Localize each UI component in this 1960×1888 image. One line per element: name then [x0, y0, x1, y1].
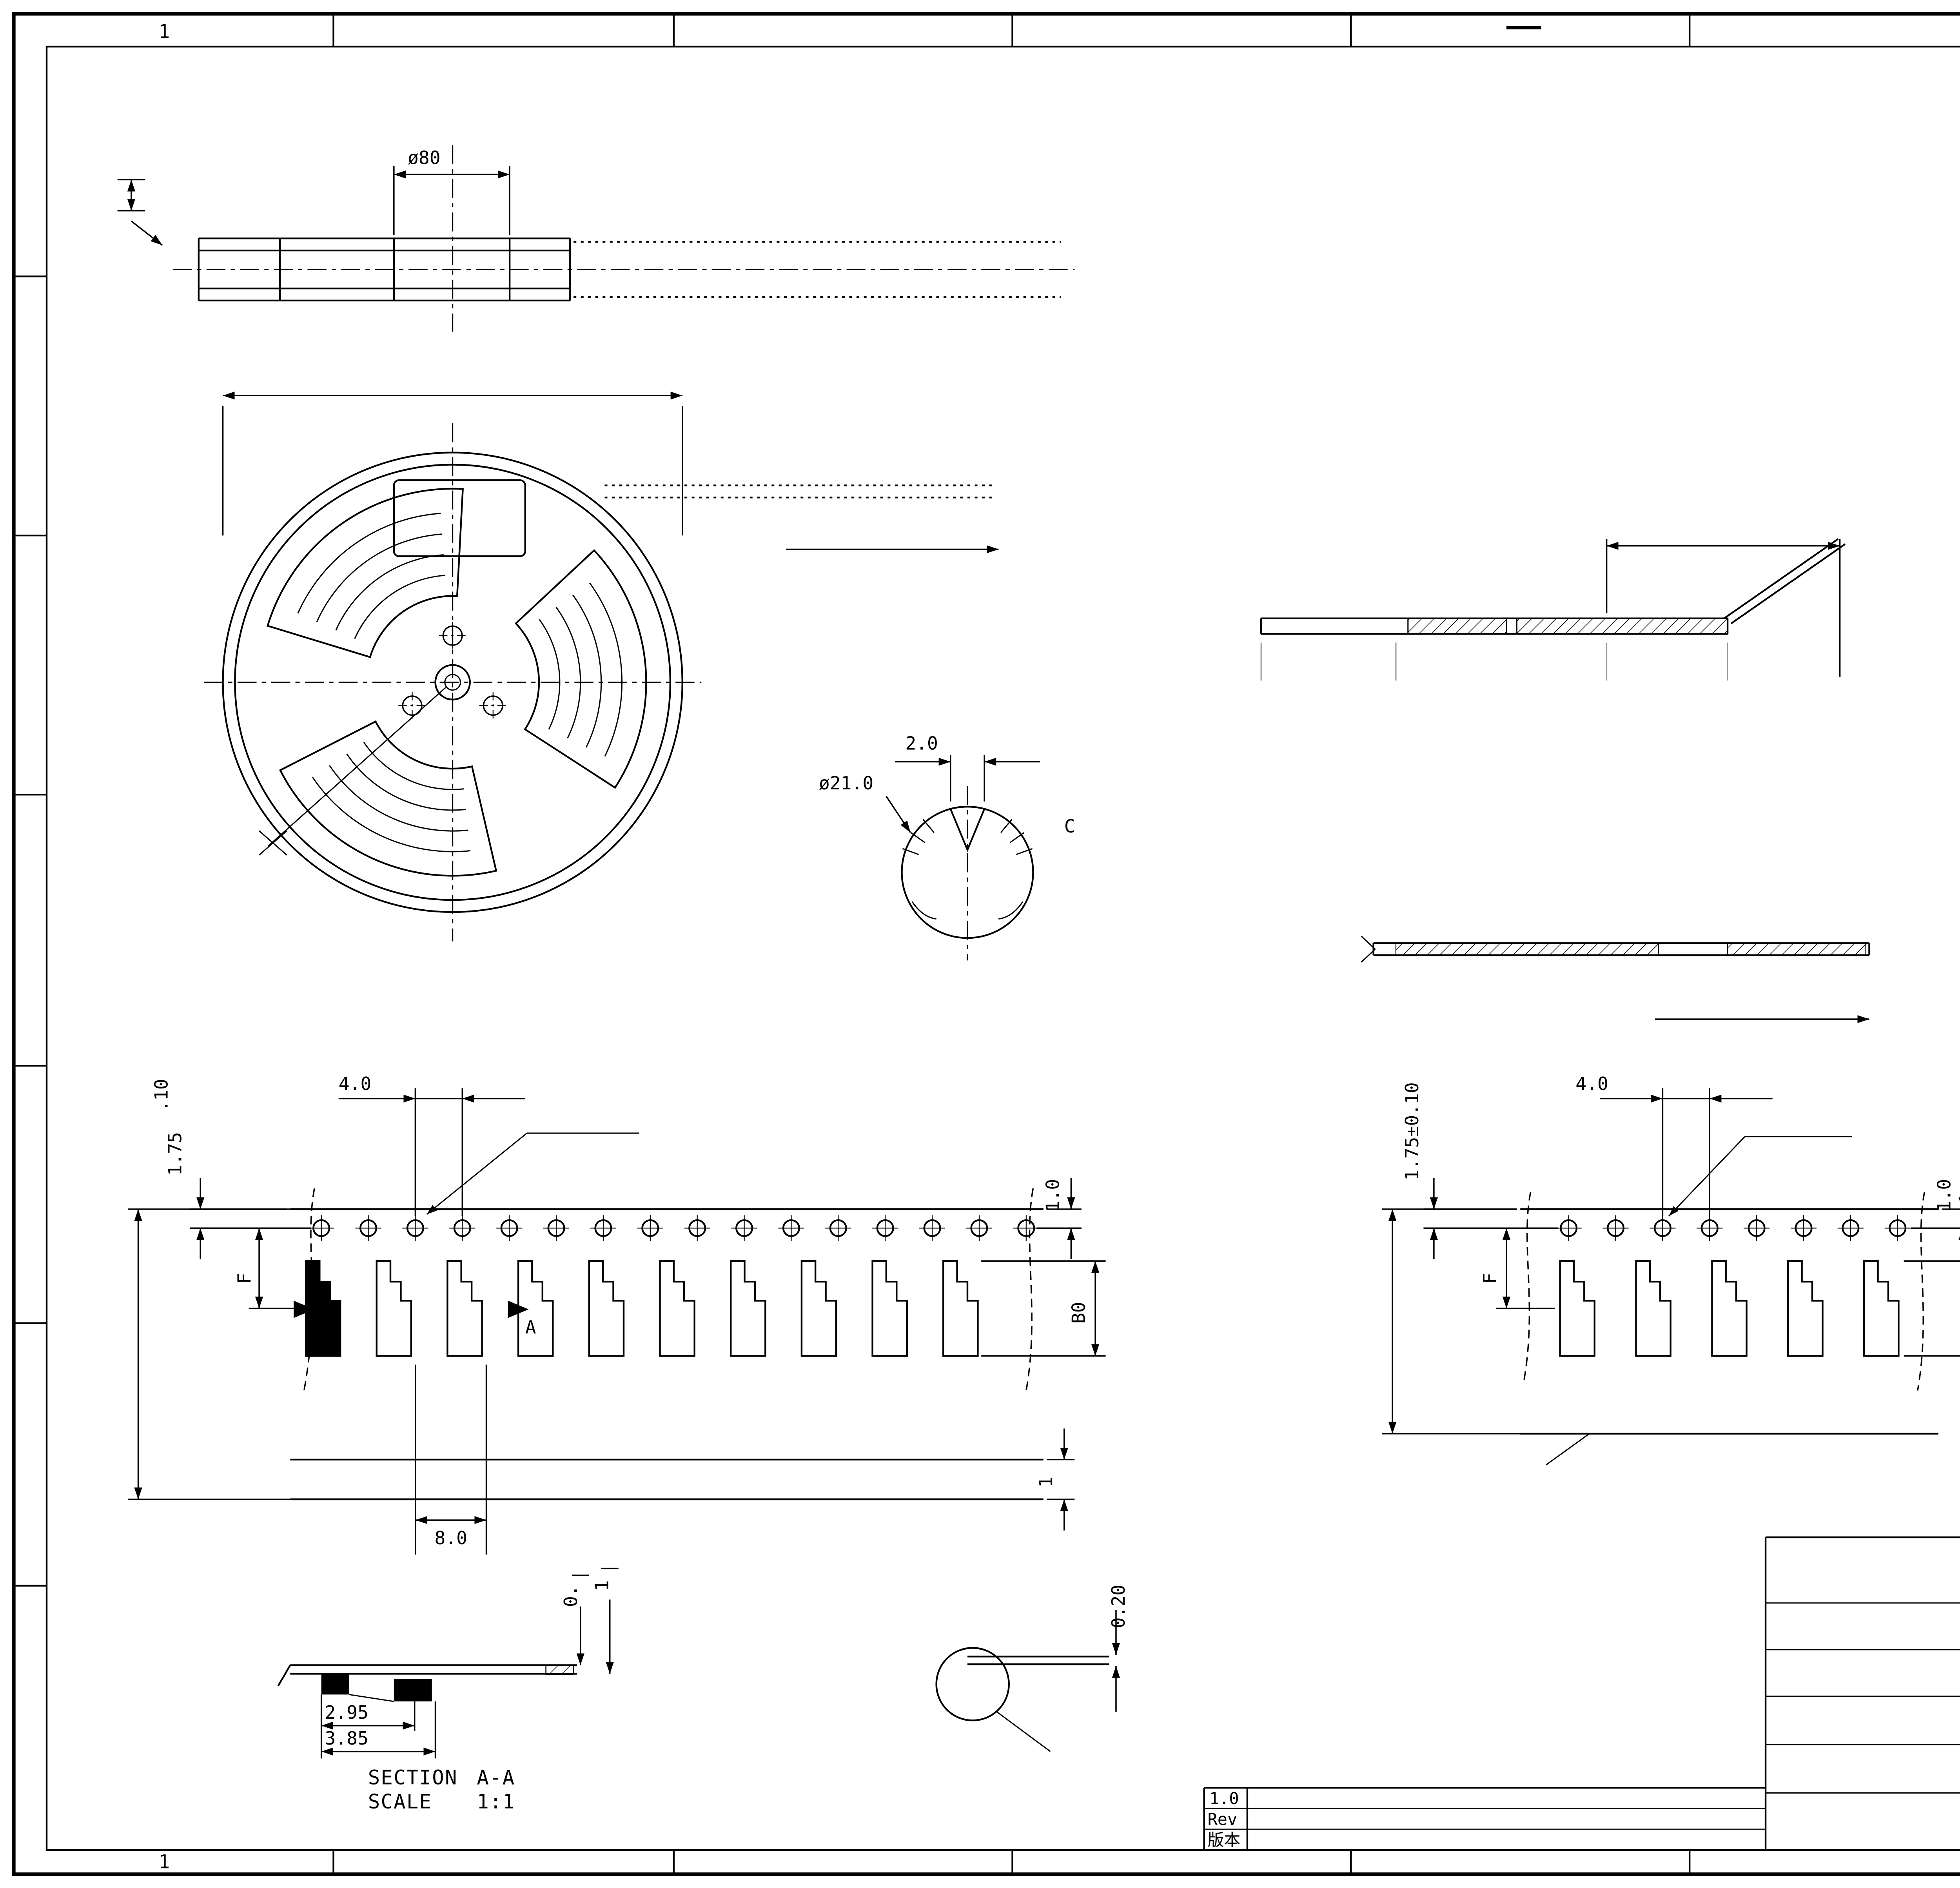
section-marker-a-right: A: [525, 1317, 536, 1338]
section-a-a-view: 2.95 3.85 0. 1 SECTION A-A SCALE 1:1: [277, 1567, 619, 1813]
revision-label-en: Rev: [1208, 1810, 1238, 1829]
detail-label-c: C: [1064, 816, 1075, 837]
tape-coils: [312, 742, 471, 852]
cover-tape-peel-diagram: [1260, 538, 1846, 681]
dim-edge-tolerance: .10: [151, 1079, 172, 1112]
hub-detail-view: 2.0 ø21.0 C: [819, 733, 1075, 961]
pocket-cross-section: [321, 1674, 349, 1695]
break-line: [1917, 1192, 1926, 1391]
break-line: [1523, 1192, 1532, 1382]
zone-label-bottom: 1: [158, 1851, 170, 1873]
zone-ticks-top: [332, 14, 1691, 47]
dim-cover-thickness: 0.20: [1108, 1585, 1129, 1628]
dim-hub-detail-diameter: ø21.0: [819, 773, 873, 794]
dim-reel-hub-diameter: ø80: [408, 147, 441, 169]
section-title-word: SECTION: [368, 1766, 458, 1789]
detail-circle: [935, 1647, 1010, 1721]
dim-hole-pitch: 4.0: [1575, 1073, 1608, 1094]
dim-section-thickness-b: 1: [591, 1580, 612, 1591]
drive-hole: [478, 691, 508, 720]
hub-leader-line: [267, 687, 446, 847]
dim-hole-pitch: 4.0: [339, 1073, 372, 1094]
tape-coils: [297, 513, 445, 639]
section-title-name: A-A: [477, 1766, 515, 1789]
reel-front-view: [204, 392, 999, 941]
cover-tape-thickness-detail: 0.20: [935, 1585, 1129, 1752]
dim-section-thickness-a: 0.: [560, 1585, 581, 1607]
zone-ticks-bottom: [332, 1850, 1691, 1874]
dim-pocket-pitch: 8.0: [434, 1527, 467, 1549]
drive-hole: [397, 691, 427, 720]
dim-pocket-center-f: F: [1479, 1273, 1501, 1284]
zone-label-top: 1: [158, 21, 170, 43]
cover-tape-strip-diagram: [1361, 936, 1870, 1023]
dim-cover-margin: 1: [1035, 1476, 1056, 1487]
spoke-window: [266, 488, 464, 658]
dim-hole-to-edge: 1.0: [1042, 1179, 1063, 1212]
reel-side-view: ø80: [117, 145, 1075, 332]
revision-label-zh: 版本: [1208, 1830, 1241, 1850]
cover-hatch: [1516, 618, 1728, 635]
spoke-window: [279, 720, 497, 877]
sheet-frame: 1 1: [12, 12, 1960, 1876]
carrier-tape-view-left: A A 4.0 .10 1.75 F 1.0 B0 1: [128, 1073, 1106, 1555]
spoke-window: [514, 549, 647, 789]
carrier-hatch: [1407, 618, 1507, 635]
dim-edge-distance: 1.75: [165, 1132, 186, 1175]
dim-section-outer: 3.85: [325, 1728, 368, 1749]
revision-block: 1.0 Rev 版本: [1203, 1787, 1766, 1850]
revision-value: 1.0: [1209, 1789, 1239, 1808]
title-block: [1764, 1536, 1960, 1850]
section-marker-a-left: A: [328, 1317, 339, 1338]
dim-pocket-length-b0: B0: [1068, 1302, 1089, 1324]
carrier-tape-view-right: 4.0 1.75±0.10 F 1.0 B0: [1382, 1073, 1960, 1465]
dim-edge-distance: 1.75±0.10: [1401, 1082, 1423, 1181]
hub-bore: [434, 664, 471, 701]
reel-label-area: [393, 479, 526, 557]
drive-hole: [438, 621, 467, 650]
section-scale-word: SCALE: [368, 1790, 432, 1813]
break-line: [303, 1188, 315, 1391]
dim-hole-to-edge: 1.0: [1934, 1179, 1955, 1212]
tape-coils: [539, 582, 623, 757]
section-scale-value: 1:1: [477, 1790, 515, 1813]
dim-pocket-center-f: F: [234, 1273, 255, 1284]
dim-hub-notch-width: 2.0: [905, 733, 938, 754]
dim-section-inner: 2.95: [325, 1702, 368, 1723]
pocket-cross-section: [394, 1679, 432, 1701]
peeled-cover-tape: [1724, 538, 1846, 624]
break-line: [1025, 1188, 1034, 1391]
zone-ticks-left: [14, 275, 47, 1587]
